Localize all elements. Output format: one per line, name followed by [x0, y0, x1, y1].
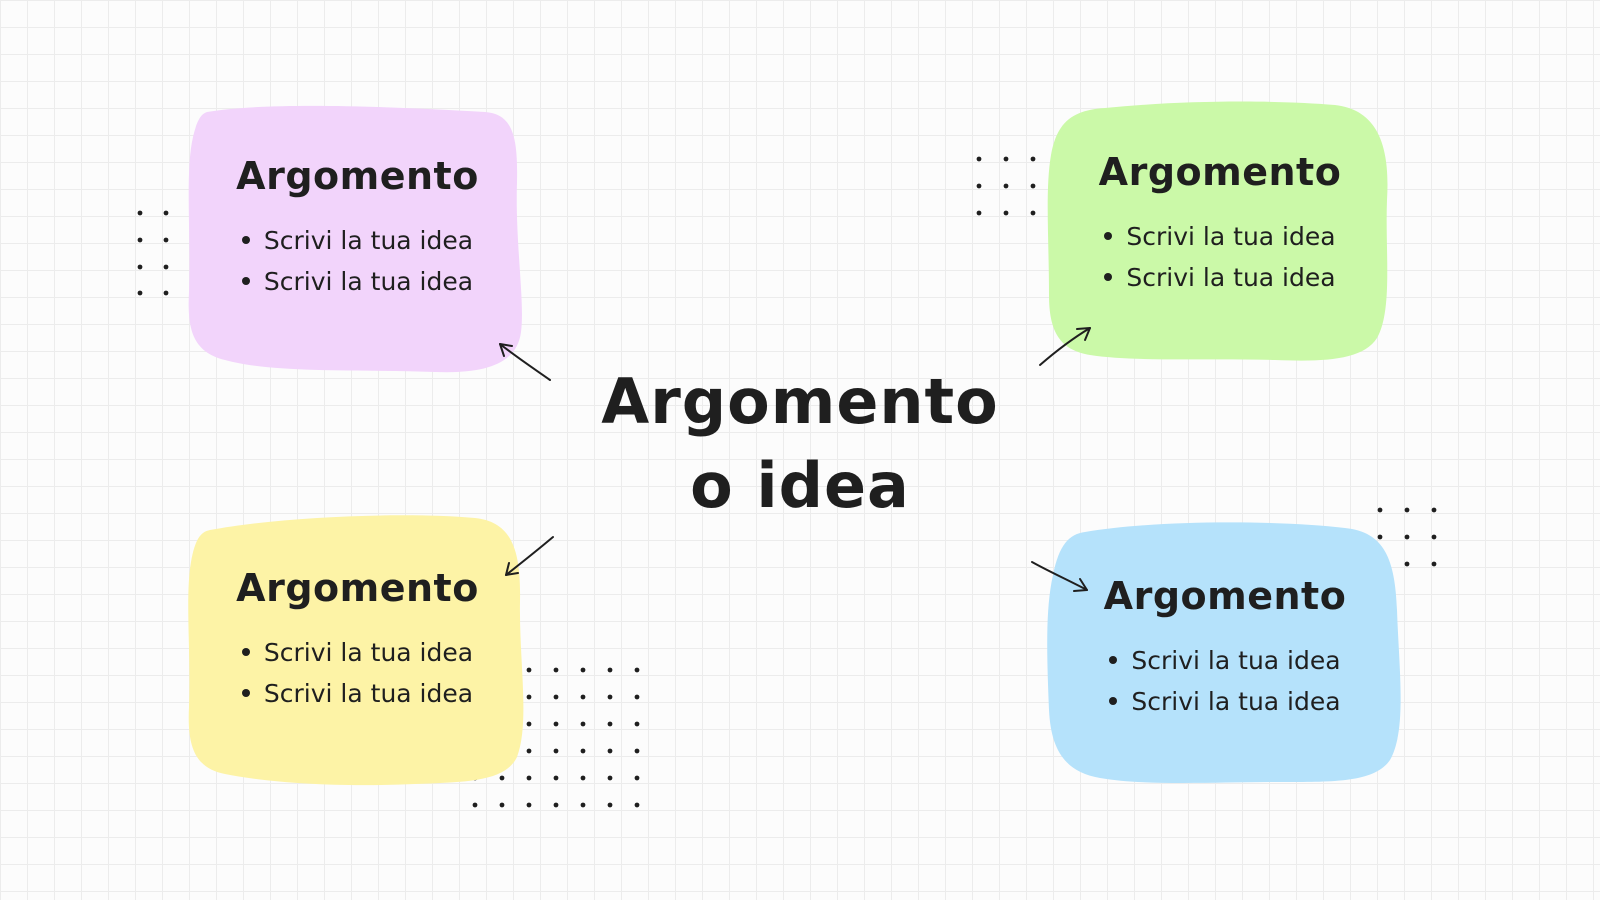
dot	[580, 667, 586, 673]
idea-item: Scrivi la tua idea	[1104, 216, 1336, 257]
dot	[607, 775, 613, 781]
bullet-icon	[241, 689, 250, 697]
card-title: Argomento	[1103, 574, 1347, 618]
dot	[526, 721, 532, 727]
arrow-to-top-left	[499, 343, 551, 381]
dot	[607, 667, 613, 673]
dot	[526, 748, 532, 754]
dot	[634, 694, 640, 700]
dot	[607, 802, 613, 808]
dot	[526, 802, 532, 808]
dot	[580, 694, 586, 700]
dot	[472, 802, 478, 808]
dot	[526, 775, 532, 781]
bullet-icon	[241, 648, 250, 656]
topic-card-top-right[interactable]: Argomento Scrivi la tua idea Scrivi la t…	[1045, 100, 1395, 365]
bullet-icon	[1104, 232, 1113, 240]
dot	[580, 802, 586, 808]
dot	[607, 748, 613, 754]
idea-item: Scrivi la tua idea	[241, 261, 473, 302]
idea-item: Scrivi la tua idea	[241, 220, 473, 261]
dot	[634, 667, 640, 673]
card-background-shape	[188, 105, 522, 373]
dot	[526, 694, 532, 700]
idea-item: Scrivi la tua idea	[1109, 640, 1341, 681]
arrow-to-bottom-right	[1031, 561, 1088, 592]
idea-list: Scrivi la tua idea Scrivi la tua idea	[1109, 640, 1341, 722]
dot	[607, 694, 613, 700]
dot-pattern-top-right	[975, 150, 1065, 220]
card-background-shape	[1047, 101, 1388, 361]
bullet-icon	[1109, 656, 1118, 664]
dot	[499, 802, 505, 808]
arrow-to-top-right	[1039, 327, 1091, 366]
central-topic-line-2: o idea	[690, 449, 910, 522]
dot-pattern-bottom-right	[1375, 505, 1445, 575]
dot	[553, 802, 559, 808]
idea-item: Scrivi la tua idea	[241, 632, 473, 673]
topic-card-top-left[interactable]: Argomento Scrivi la tua idea Scrivi la t…	[185, 102, 530, 377]
dot	[553, 721, 559, 727]
card-title: Argomento	[236, 154, 479, 198]
idea-list: Scrivi la tua idea Scrivi la tua idea	[1104, 216, 1336, 298]
central-topic-line-1: Argomento	[601, 365, 999, 438]
bullet-icon	[241, 277, 250, 285]
dot	[634, 775, 640, 781]
arrow-to-bottom-left	[505, 536, 554, 576]
dot	[634, 802, 640, 808]
idea-item: Scrivi la tua idea	[1109, 681, 1341, 722]
idea-list: Scrivi la tua idea Scrivi la tua idea	[241, 220, 473, 302]
idea-item: Scrivi la tua idea	[241, 673, 473, 714]
topic-card-bottom-left[interactable]: Argomento Scrivi la tua idea Scrivi la t…	[185, 512, 530, 790]
card-title: Argomento	[236, 566, 479, 610]
dot	[553, 694, 559, 700]
card-title: Argomento	[1098, 150, 1342, 194]
bullet-icon	[1109, 697, 1118, 705]
dot	[580, 748, 586, 754]
central-topic[interactable]: Argomento o idea	[560, 360, 1040, 528]
topic-card-bottom-right[interactable]: Argomento Scrivi la tua idea Scrivi la t…	[1045, 520, 1405, 792]
dot	[634, 748, 640, 754]
dot	[499, 775, 505, 781]
card-background-shape	[188, 515, 524, 786]
dot	[634, 721, 640, 727]
dot	[580, 775, 586, 781]
dot	[607, 721, 613, 727]
dot	[553, 775, 559, 781]
idea-list: Scrivi la tua idea Scrivi la tua idea	[241, 632, 473, 714]
dot	[553, 667, 559, 673]
card-background-shape	[1047, 522, 1401, 783]
dot-pattern-top-left	[132, 208, 172, 298]
idea-item: Scrivi la tua idea	[1104, 257, 1336, 298]
dot	[553, 748, 559, 754]
dot	[526, 667, 532, 673]
bullet-icon	[241, 236, 250, 244]
bullet-icon	[1104, 273, 1113, 281]
dot	[580, 721, 586, 727]
